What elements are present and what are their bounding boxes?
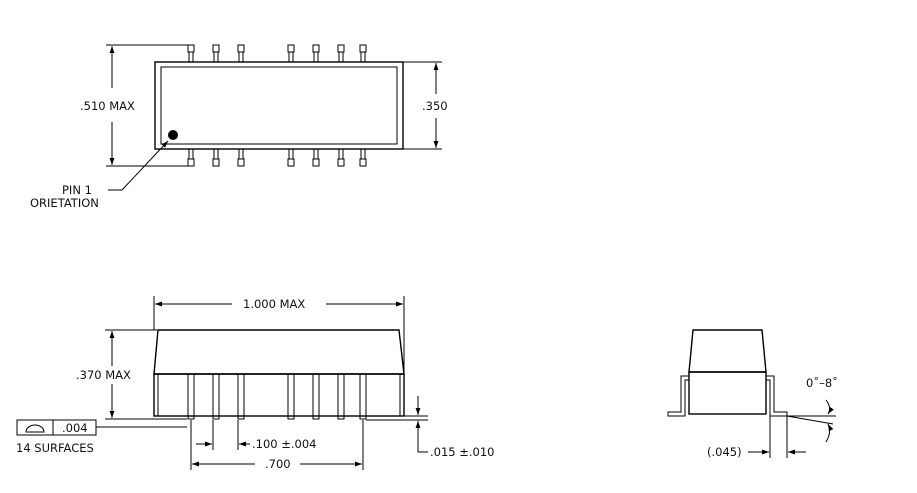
flatness-note: 14 SURFACES (16, 441, 94, 455)
flatness-value: .004 (62, 421, 88, 435)
pin1-dot (168, 130, 178, 140)
top-view-pins-lower (187, 148, 367, 167)
top-view-body-inner (160, 66, 398, 145)
end-view-body-lower (688, 371, 767, 415)
side-view: 1.000 MAX .370 MAX .004 14 SURFACES .100… (16, 296, 495, 471)
top-view: .510 MAX .350 PIN 1 ORIETATION (30, 44, 448, 210)
dim-370-max (105, 329, 187, 420)
side-view-pins (187, 373, 367, 420)
flatness-frame (16, 419, 187, 436)
dim-1000-max (153, 296, 405, 374)
end-view: 0˚–8˚ (.045) (667, 329, 838, 459)
end-view-lead-right (766, 375, 788, 417)
side-view-body-lower (153, 373, 405, 417)
end-view-body-top (688, 329, 767, 373)
dim-angle (786, 399, 836, 443)
top-view-pins-upper (187, 44, 367, 63)
dim-1000-max-label: 1.000 MAX (243, 297, 305, 311)
dim-700-span-label: .700 (265, 457, 291, 471)
dim-045 (748, 416, 806, 458)
pin1-label-line2: ORIETATION (30, 196, 99, 210)
dim-100-pitch-label: .100 ±.004 (252, 437, 317, 451)
pin1-label-line1: PIN 1 (62, 183, 92, 197)
dim-100-pitch (196, 420, 250, 450)
pin1-leader (108, 140, 169, 191)
dim-015-standoff-label: .015 ±.010 (430, 445, 495, 459)
dim-350-label: .350 (422, 99, 448, 113)
dim-015-standoff (366, 396, 428, 453)
dim-angle-label: 0˚–8˚ (806, 375, 838, 390)
side-view-body-top (153, 329, 405, 375)
dim-510-max (106, 44, 188, 167)
dim-350 (403, 61, 442, 150)
dim-510-max-label: .510 MAX (80, 99, 135, 113)
profile-surface-icon (25, 424, 45, 433)
dim-370-max-label: .370 MAX (76, 368, 131, 382)
dim-045-label: (.045) (707, 445, 742, 459)
end-view-lead-left (667, 375, 689, 417)
dim-700-span (190, 420, 364, 470)
top-view-body-outer (154, 61, 404, 150)
